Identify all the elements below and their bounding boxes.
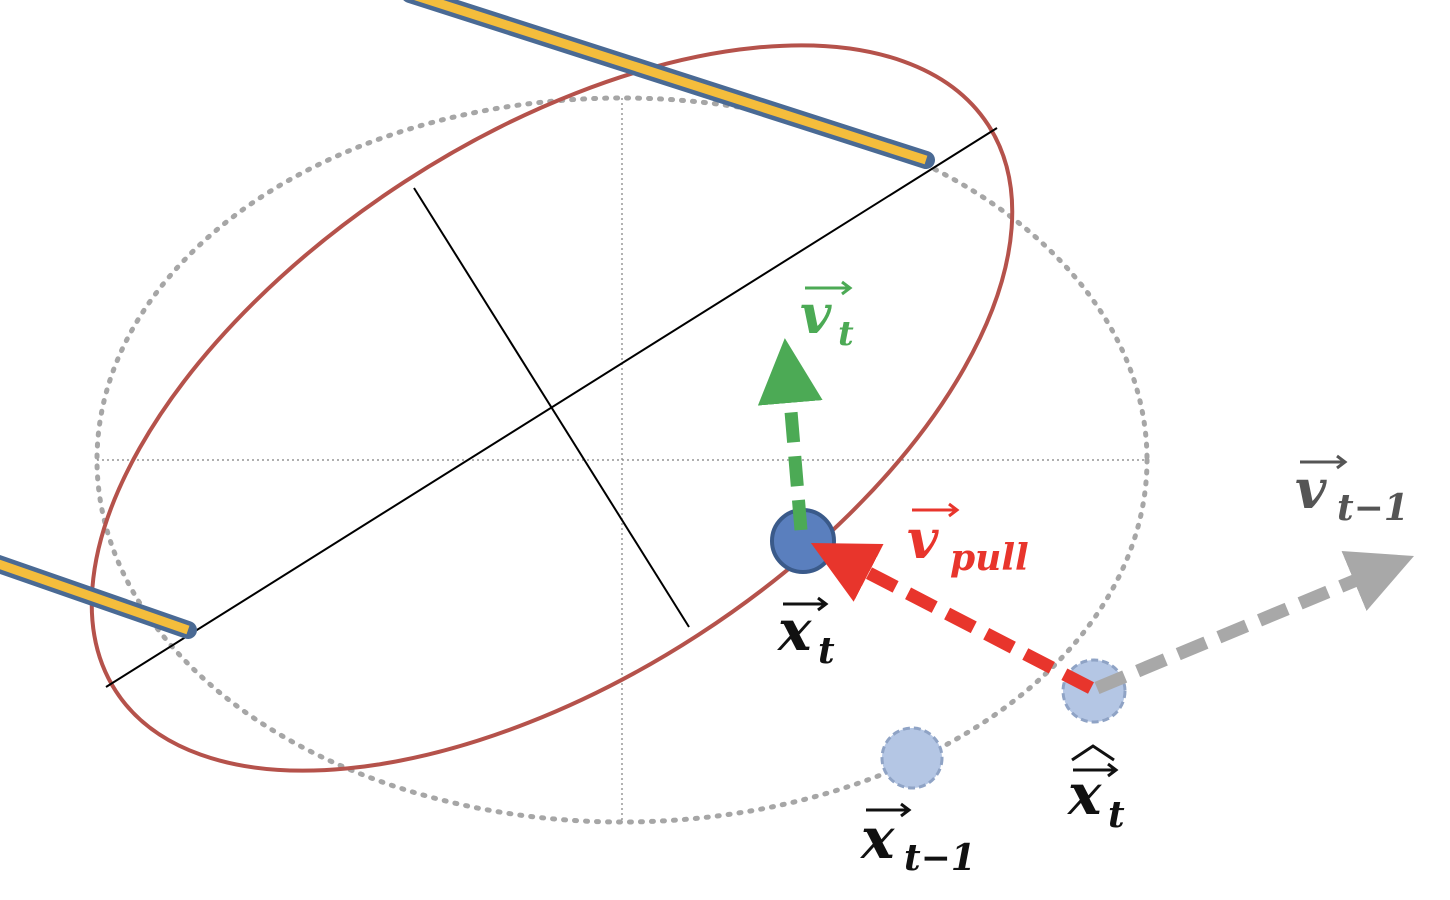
segment-bar-left [0, 554, 197, 639]
svg-text:t−1: t−1 [1337, 487, 1409, 529]
label-x-current: x t [777, 596, 835, 672]
svg-text:x: x [1067, 762, 1102, 828]
label-x-previous: x t−1 [860, 802, 976, 879]
label-x-predicted: x t [1067, 744, 1125, 836]
segment-bar-top [403, 0, 935, 169]
svg-text:t: t [1108, 794, 1125, 836]
point-x-previous [880, 726, 944, 790]
updated-ellipse [89, 43, 1015, 773]
svg-text:x: x [860, 806, 895, 872]
svg-text:v: v [907, 507, 939, 571]
svg-text:t−1: t−1 [904, 837, 976, 879]
svg-text:v: v [1295, 457, 1327, 521]
vector-v-pull [810, 543, 1094, 694]
svg-text:v: v [800, 282, 832, 346]
vector-v-current [757, 338, 823, 531]
updated-ellipse-minor-axis [413, 187, 690, 628]
point-x-predicted [1061, 658, 1127, 724]
label-v-previous: v t−1 [1295, 454, 1409, 529]
label-v-pull: v pull [907, 502, 1029, 579]
label-v-t: v t [800, 280, 854, 354]
svg-text:t: t [838, 314, 854, 354]
svg-text:pull: pull [950, 537, 1029, 579]
previous-ellipse [94, 95, 1150, 825]
svg-text:t: t [818, 630, 835, 672]
vector-v-previous [1094, 550, 1415, 695]
svg-text:x: x [777, 598, 812, 664]
